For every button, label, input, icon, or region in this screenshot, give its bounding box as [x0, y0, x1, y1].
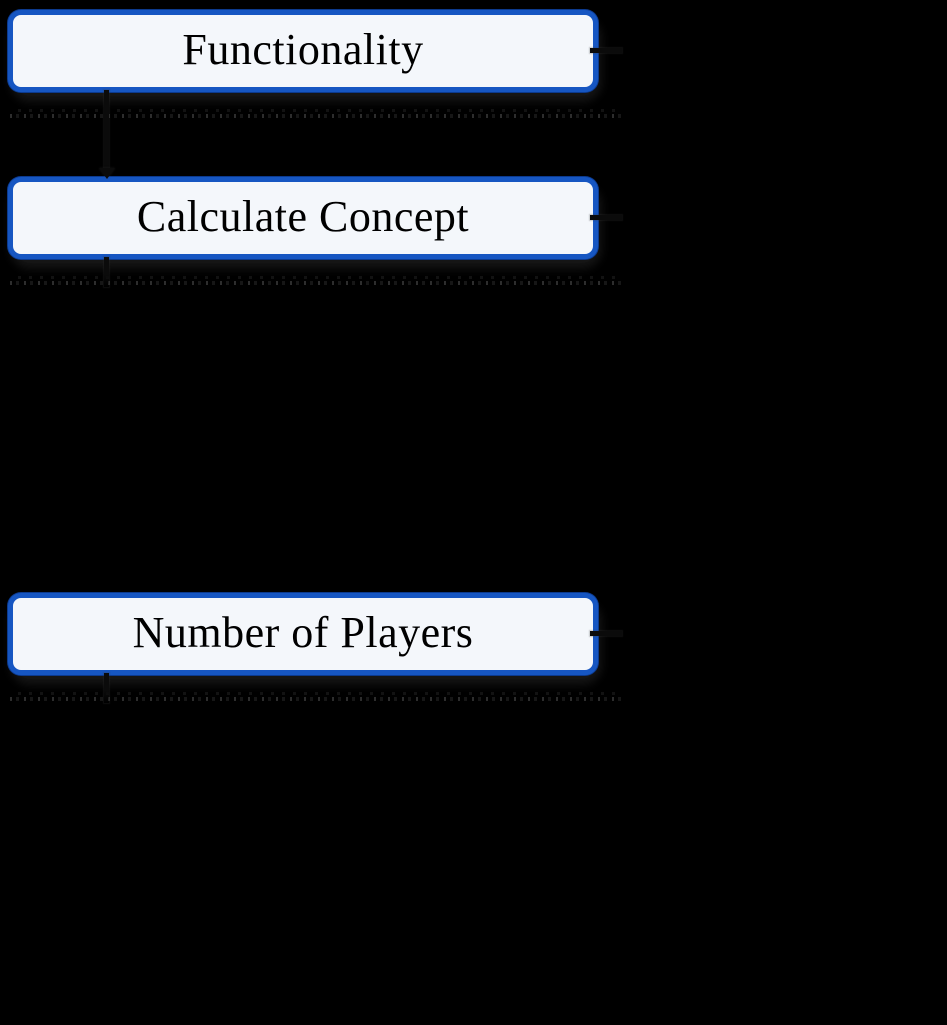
connector-functionality-to-calculate: [104, 90, 109, 170]
shadow-speckle-band: [10, 697, 624, 701]
shadow-speckle-band: [10, 281, 624, 285]
connector-stub-right-players: [590, 631, 622, 636]
flow-node-number-of-players: Number of Players: [8, 593, 624, 701]
connector-stub-right-calculate: [590, 215, 622, 220]
connector-stub-below-players: [104, 673, 109, 703]
node-box: Number of Players: [8, 593, 598, 675]
flow-node-functionality: Functionality: [8, 10, 624, 118]
connector-stub-below-calculate: [104, 257, 109, 287]
node-label: Calculate Concept: [136, 191, 470, 241]
node-box: Calculate Concept: [8, 177, 598, 259]
shadow-speckle-band: [10, 114, 624, 118]
shadow-speckle-band: [18, 109, 618, 112]
connector-stub-right-functionality: [590, 48, 622, 53]
node-label: Number of Players: [132, 607, 474, 657]
node-label: Functionality: [182, 24, 424, 74]
node-box: Functionality: [8, 10, 598, 92]
flow-node-calculate-concept: Calculate Concept: [8, 177, 624, 285]
shadow-speckle-band: [18, 692, 618, 695]
arrowhead-down-icon: [99, 168, 115, 179]
shadow-speckle-band: [18, 276, 618, 279]
